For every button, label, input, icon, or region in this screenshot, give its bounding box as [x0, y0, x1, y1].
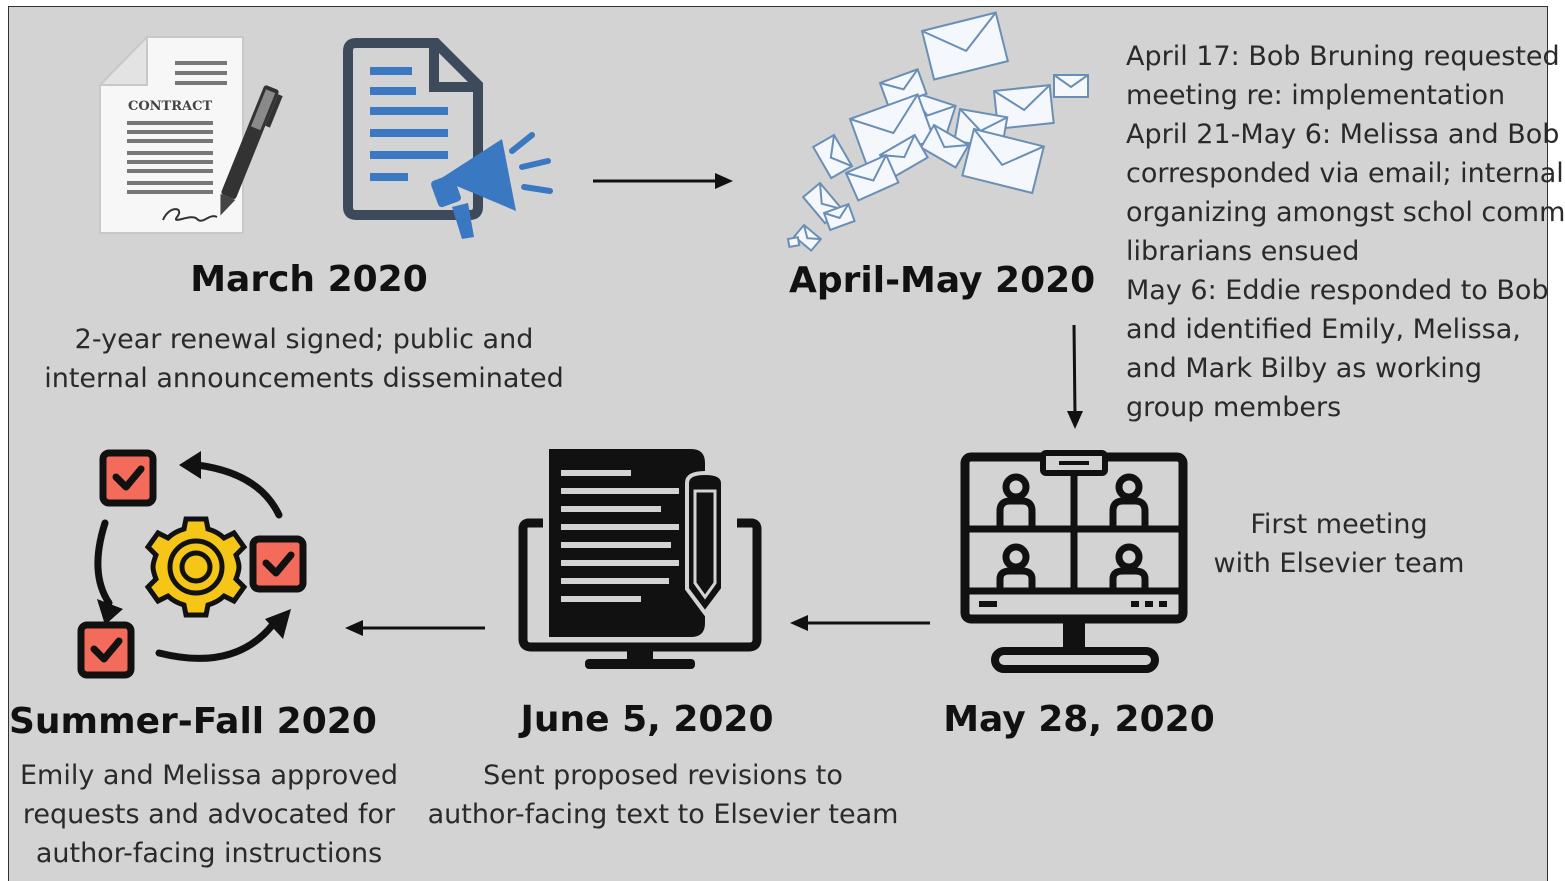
may28-description-line: with Elsevier team: [1213, 548, 1465, 579]
arrow-right-icon: [593, 173, 733, 189]
note-line: corresponded via email; internal: [1126, 158, 1564, 189]
march-description-line: 2-year renewal signed; public and: [74, 324, 534, 355]
note-line: meeting re: implementation: [1126, 80, 1506, 111]
timeline-diagram: CONTRACT March 2020 2-year re: [8, 6, 1565, 881]
june5-title: June 5, 2020: [520, 699, 774, 740]
summer-fall-description: Emily and Melissa approved requests and …: [9, 756, 409, 873]
contract-label: CONTRACT: [128, 99, 212, 114]
video-meeting-icon: [960, 450, 1188, 673]
may28-title: May 28, 2020: [943, 699, 1215, 740]
summer-fall-description-line: requests and advocated for: [22, 799, 396, 830]
document-announcement-icon: [343, 38, 553, 239]
summer-fall-description-line: author-facing instructions: [35, 838, 383, 869]
june5-description: Sent proposed revisions to author-facing…: [413, 756, 913, 834]
april-may-notes: April 17: Bob Bruning requested meeting …: [1126, 37, 1565, 427]
note-line: April 17: Bob Bruning requested: [1126, 41, 1560, 72]
contract-icon: CONTRACT: [97, 34, 283, 234]
note-line: and Mark Bilby as working: [1126, 353, 1483, 384]
june5-description-line: Sent proposed revisions to: [483, 760, 843, 791]
note-line: April 21-May 6: Melissa and Bob: [1126, 119, 1560, 150]
march-title: March 2020: [190, 259, 428, 300]
april-may-title: April-May 2020: [789, 260, 1096, 301]
arrow-left-icon: [345, 620, 485, 636]
march-description: 2-year renewal signed; public and intern…: [39, 320, 569, 398]
may28-description-line: First meeting: [1250, 509, 1428, 540]
june5-description-line: author-facing text to Elsevier team: [427, 799, 899, 830]
workflow-cycle-icon: [77, 449, 307, 679]
summer-fall-description-line: Emily and Melissa approved: [19, 760, 399, 791]
arrow-left-icon: [790, 615, 930, 631]
note-line: librarians ensued: [1126, 236, 1360, 267]
document-edit-monitor-icon: [518, 449, 762, 669]
note-line: May 6: Eddie responded to Bob: [1126, 275, 1549, 306]
may28-description: First meeting with Elsevier team: [1189, 505, 1489, 583]
march-description-line: internal announcements disseminated: [44, 363, 564, 394]
arrow-down-icon: [1067, 324, 1083, 429]
note-line: group members: [1126, 392, 1342, 423]
note-line: and identified Emily, Melissa,: [1126, 314, 1521, 345]
emails-icon: [786, 11, 1089, 253]
summer-fall-title: Summer-Fall 2020: [9, 701, 377, 742]
note-line: organizing amongst schol comm: [1126, 197, 1565, 228]
